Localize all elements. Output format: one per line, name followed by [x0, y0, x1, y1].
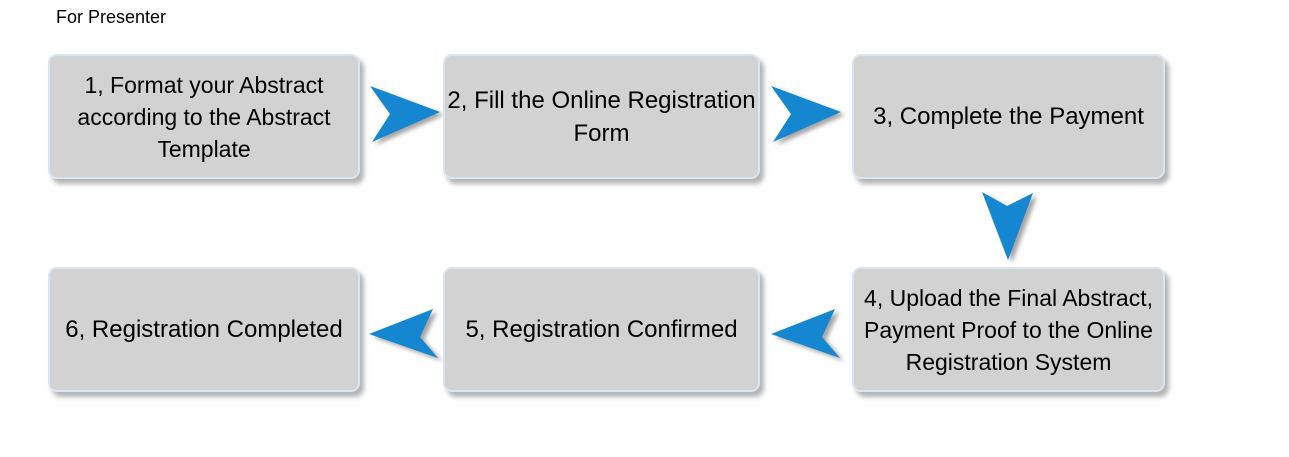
step-1-label: 1, Format your Abstract according to the…	[77, 71, 331, 162]
step-box-4: 4, Upload the Final Abstract, Payment Pr…	[852, 267, 1165, 392]
arrow-right-icon	[370, 86, 440, 142]
step-box-6: 6, Registration Completed	[48, 267, 360, 392]
step-5-label: 5, Registration Confirmed	[465, 316, 738, 343]
step-3-label: 3, Complete the Payment	[873, 103, 1144, 130]
arrow-right-icon	[771, 86, 841, 142]
arrow-left-icon	[771, 309, 840, 358]
step-box-3: 3, Complete the Payment	[852, 54, 1165, 179]
step-box-1: 1, Format your Abstract according to the…	[48, 54, 360, 179]
page-title: For Presenter	[56, 7, 167, 27]
arrow-left-icon	[369, 309, 438, 358]
arrow-down-icon	[982, 192, 1033, 260]
step-4-label: 4, Upload the Final Abstract, Payment Pr…	[864, 284, 1153, 375]
step-box-2: 2, Fill the Online Registration Form	[443, 54, 760, 179]
step-box-5: 5, Registration Confirmed	[443, 267, 760, 392]
step-2-label: 2, Fill the Online Registration Form	[447, 86, 756, 147]
step-6-label: 6, Registration Completed	[65, 316, 343, 343]
